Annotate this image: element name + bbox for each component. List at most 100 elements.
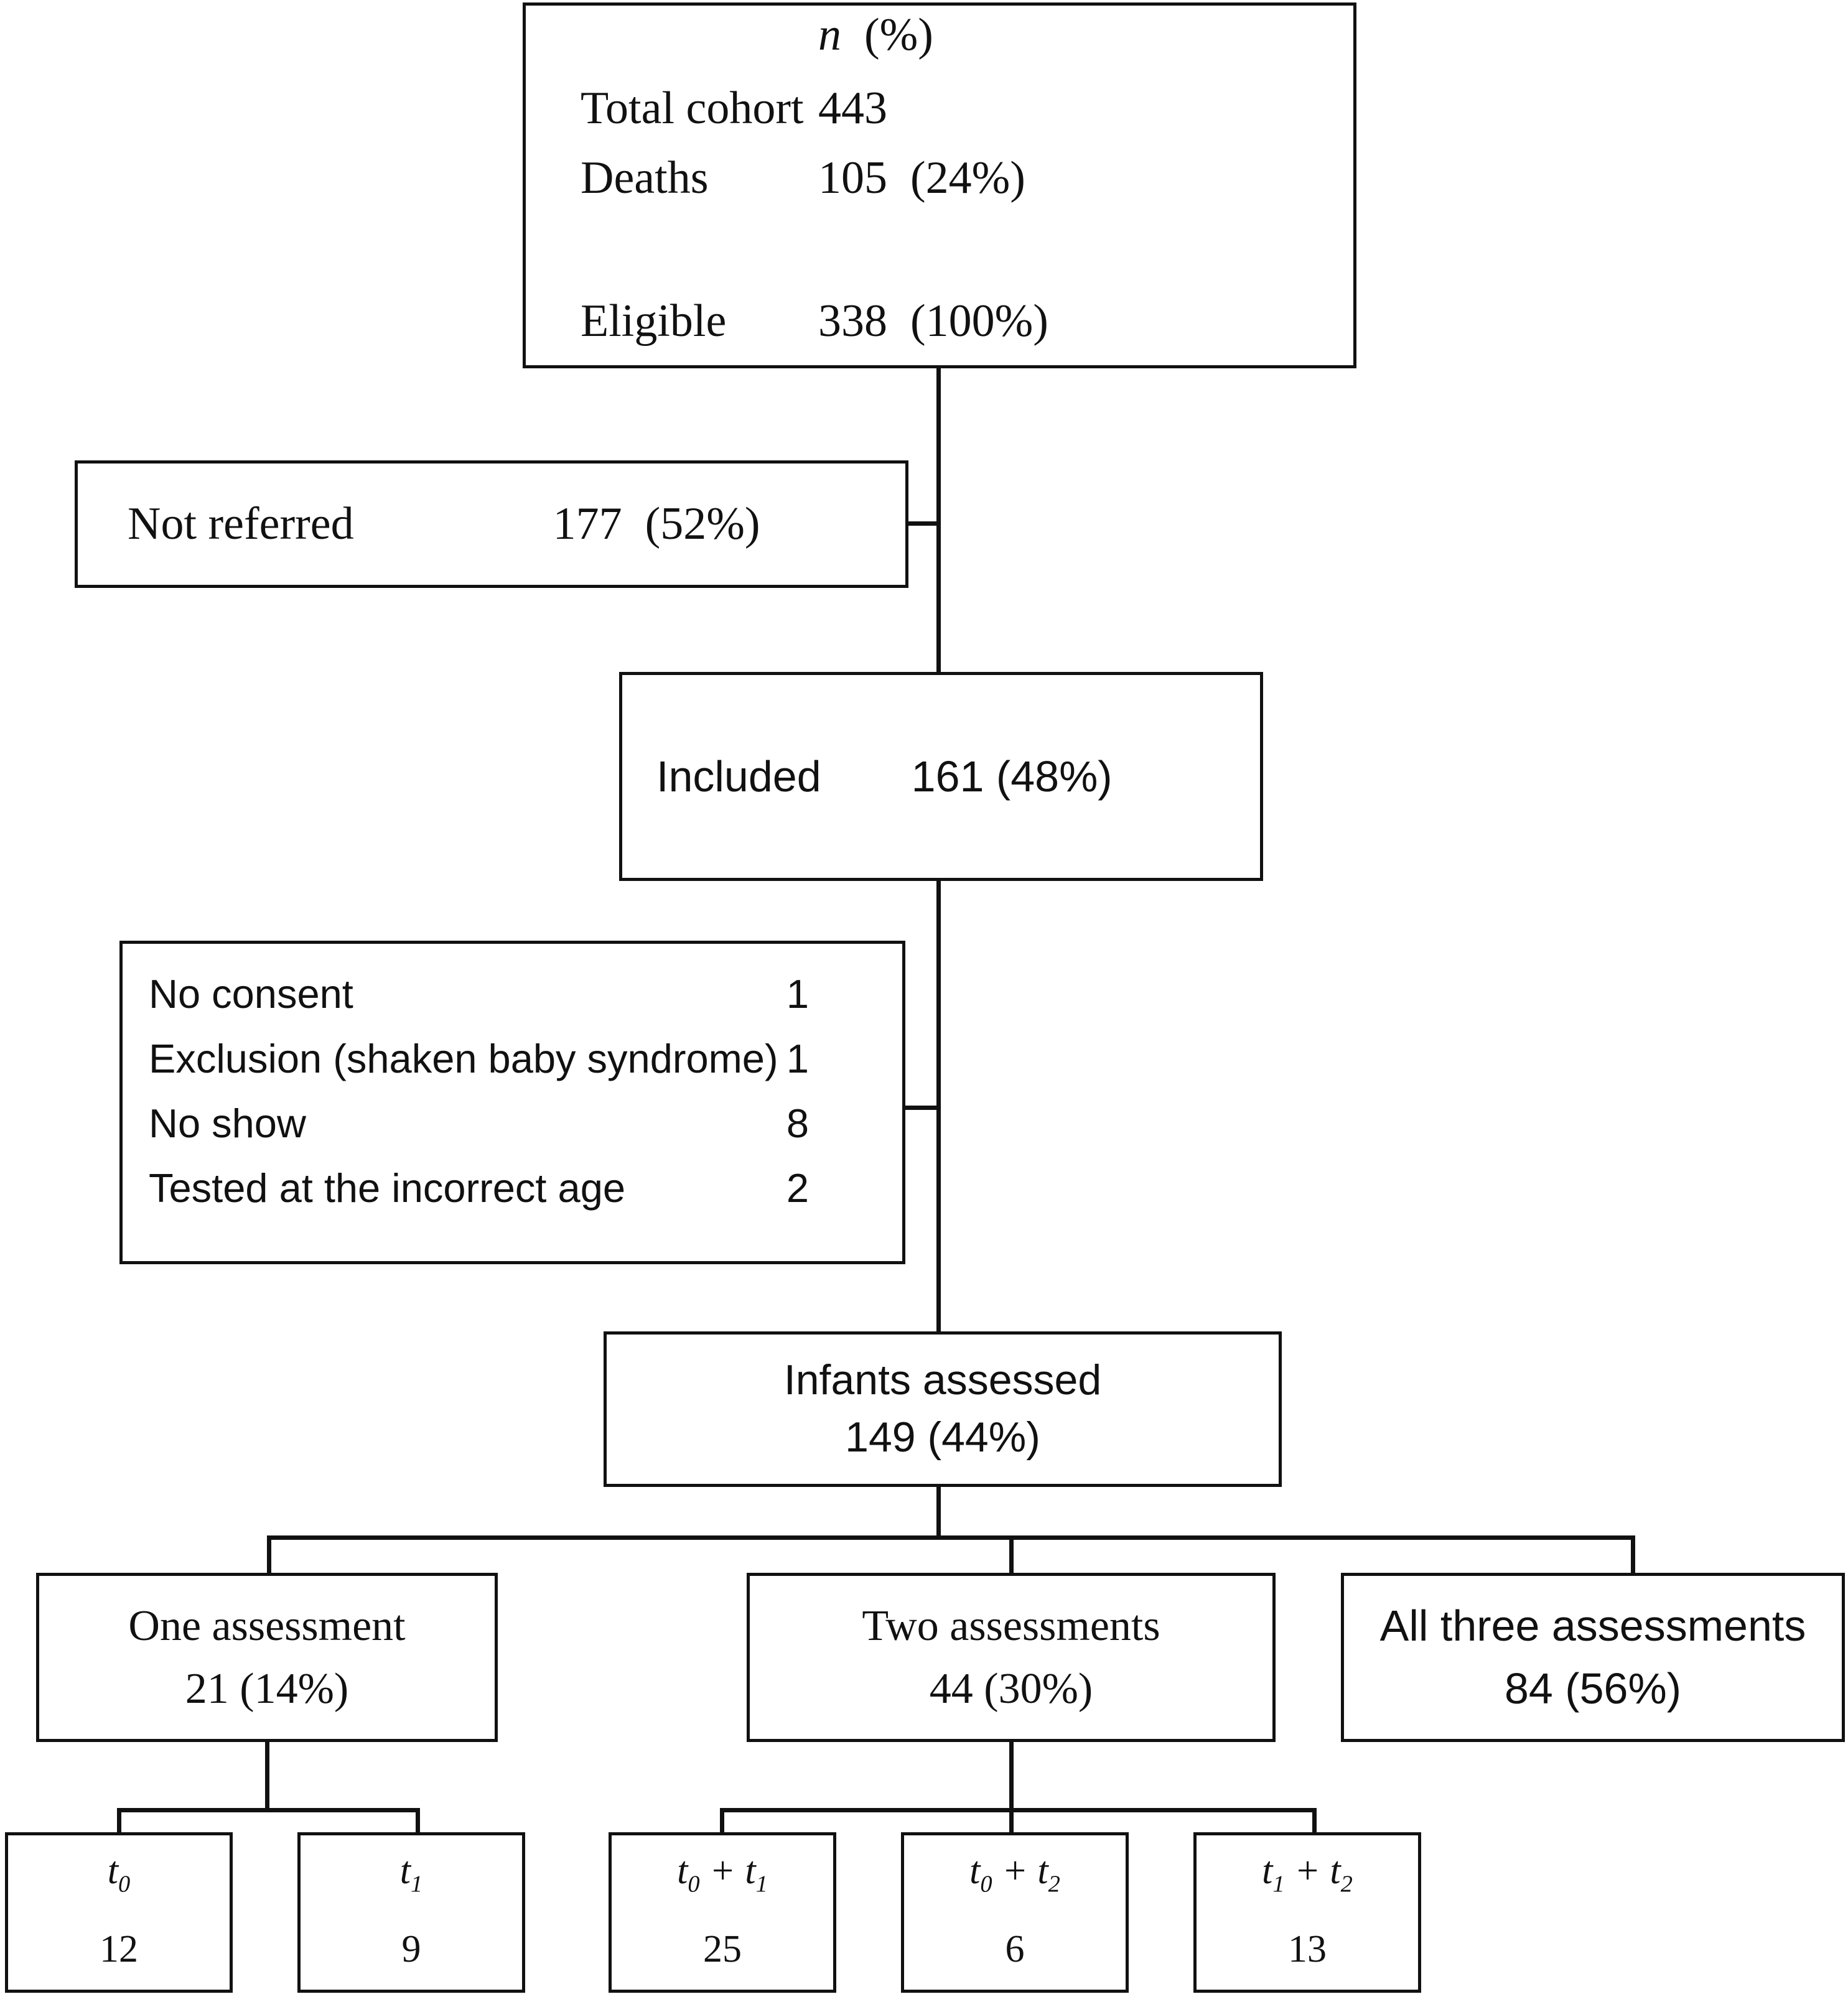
exclusion-reason: Exclusion (shaken baby syndrome) [149,1036,778,1081]
connector-assessment-bus [269,1535,1635,1540]
included-label: Included [656,752,821,801]
two-assessments-box: Two assessments 44 (30%) [747,1573,1276,1742]
timepoint-count: 9 [401,1927,421,1970]
timepoint-box-t0-t2: t0 + t2 6 [901,1832,1129,1993]
connector-not-referred-stub [905,521,940,526]
connector-two-assessments-drop [1009,1742,1014,1810]
exclusion-count: 1 [786,971,809,1017]
n-symbol: n [818,9,841,60]
t-subscript: 0 [118,1871,131,1898]
connector-exclusions-stub [903,1106,940,1110]
timepoint-count: 12 [100,1927,138,1970]
exclusion-count: 8 [786,1101,809,1146]
t-subscript-2: 2 [1048,1871,1060,1898]
timepoint-box-t0: t0 12 [5,1832,233,1993]
t-subscript: 0 [688,1871,700,1898]
two-assessments-value: 44 (30%) [929,1665,1093,1713]
timepoint-symbol: t1 + t2 [1262,1852,1353,1896]
infants-assessed-inner: Infants assessed 149 (44%) [607,1335,1279,1484]
summary-row-deaths: Deaths 105 (24%) [526,155,1353,201]
timepoint-symbol: t1 [400,1852,422,1896]
summary-header-value: n (%) [818,12,933,58]
t-letter: t [1262,1850,1273,1892]
exclusion-row: Tested at the incorrect age 2 [123,1168,902,1232]
connector-drop-t1 [416,1808,420,1834]
not-referred-value: 177 (52%) [553,498,760,549]
timepoint-box-t1: t1 9 [297,1832,525,1993]
t-letter-2: t [1037,1850,1048,1892]
exclusion-count: 1 [786,1036,809,1081]
connector-drop-two-assessments [1009,1535,1014,1574]
connector-one-assessment-drop [265,1742,269,1810]
connector-drop-t0 [117,1808,121,1834]
included-value: 161 (48%) [911,752,1113,801]
row-label-deaths: Deaths [581,152,709,203]
summary-row-eligible: Eligible 338 (100%) [526,298,1353,344]
exclusion-reasons-box: No consent 1 Exclusion (shaken baby synd… [119,941,905,1264]
row-label-total-cohort: Total cohort [581,83,804,134]
exclusion-reason: Tested at the incorrect age [149,1165,626,1211]
not-referred-label: Not referred [128,498,354,549]
all-three-assessments-title: All three assessments [1379,1601,1806,1650]
t-subscript: 1 [1272,1871,1285,1898]
t-letter: t [677,1850,688,1892]
connector-drop-one-assessment [267,1535,271,1574]
total-cohort-summary-box: n (%) Total cohort 443 Deaths 105 (24%) … [523,2,1356,368]
percent-header-text: (%) [864,9,933,60]
exclusion-count: 2 [786,1165,809,1211]
row-value-eligible: 338 (100%) [818,296,1048,347]
exclusion-row-wrap: No show 8 [123,1103,902,1168]
connector-drop-t0-t2 [1009,1808,1014,1834]
two-assessments-inner: Two assessments 44 (30%) [750,1576,1272,1739]
exclusion-row-wrap: No consent 1 [123,974,902,1038]
exclusion-list: No consent 1 Exclusion (shaken baby synd… [123,944,902,1261]
not-referred-box: Not referred 177 (52%) [75,460,908,588]
t-letter: t [969,1850,981,1892]
exclusion-reason: No show [149,1101,306,1146]
plus-sign: + [992,1850,1038,1892]
one-assessment-value: 21 (14%) [185,1665,349,1713]
included-box: Included 161 (48%) [619,672,1263,881]
timepoint-count: 6 [1005,1927,1025,1970]
included-inner: Included 161 (48%) [622,675,1260,878]
timepoint-symbol: t0 [108,1852,130,1896]
timepoint-inner: t1 + t2 13 [1197,1835,1418,1990]
one-assessment-title: One assessment [128,1601,406,1650]
two-assessments-title: Two assessments [862,1601,1160,1650]
connector-one-assessment-bus [117,1808,420,1812]
exclusion-row-wrap: Exclusion (shaken baby syndrome) 1 [123,1038,902,1103]
row-value-total-cohort: 443 [818,83,887,134]
percent-header [841,9,864,60]
connector-drop-t0-t1 [720,1808,724,1834]
timepoint-inner: t0 + t2 6 [904,1835,1126,1990]
all-three-assessments-box: All three assessments 84 (56%) [1341,1573,1845,1742]
one-assessment-inner: One assessment 21 (14%) [39,1576,495,1739]
connector-eligible-to-included [936,367,941,675]
t-subscript: 0 [980,1871,992,1898]
exclusion-row-wrap: Tested at the incorrect age 2 [123,1168,902,1232]
timepoint-inner: t1 9 [301,1835,522,1990]
exclusion-row: Exclusion (shaken baby syndrome) 1 [123,1038,902,1103]
infants-assessed-value: 149 (44%) [845,1414,1040,1461]
timepoint-inner: t0 12 [8,1835,230,1990]
plus-sign: + [1284,1850,1330,1892]
all-three-assessments-inner: All three assessments 84 (56%) [1344,1576,1842,1739]
exclusion-reason: No consent [149,971,353,1017]
summary-header-blank [526,12,818,58]
t-letter: t [107,1850,118,1892]
timepoint-count: 25 [703,1927,742,1970]
timepoint-count: 13 [1288,1927,1327,1970]
all-three-assessments-value: 84 (56%) [1504,1664,1682,1713]
infants-assessed-box: Infants assessed 149 (44%) [604,1331,1282,1487]
row-label-eligible: Eligible [581,296,727,347]
not-referred-inner: Not referred 177 (52%) [78,464,905,585]
timepoint-inner: t0 + t1 25 [612,1835,833,1990]
row-value-deaths: 105 (24%) [818,152,1025,203]
connector-drop-three-assessments [1631,1535,1635,1574]
connector-infants-drop [936,1487,941,1538]
plus-sign: + [699,1850,745,1892]
timepoint-symbol: t0 + t1 [677,1852,768,1896]
t-letter: t [399,1850,411,1892]
timepoint-box-t1-t2: t1 + t2 13 [1193,1832,1421,1993]
